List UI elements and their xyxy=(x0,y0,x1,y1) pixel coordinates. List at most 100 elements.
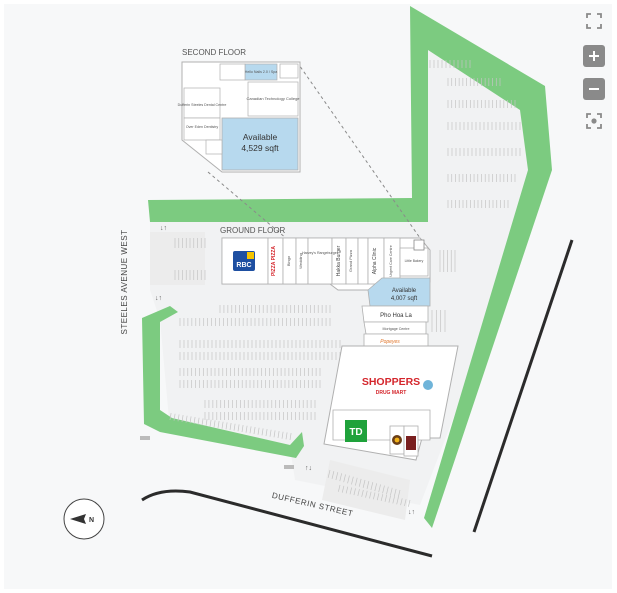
parking-stall-line xyxy=(177,414,180,422)
parking-stall-line xyxy=(380,494,384,502)
parking-stall-line xyxy=(285,432,288,440)
parking-stall-line xyxy=(357,489,360,497)
parking-stall-line xyxy=(390,487,393,496)
parking-stall-line xyxy=(197,417,200,425)
parking-stall-line xyxy=(225,422,228,430)
svg-text:Grand Pizza: Grand Pizza xyxy=(348,249,353,272)
shoppers-emblem-icon xyxy=(423,380,433,390)
svg-text:Harvey's Rangeburger: Harvey's Rangeburger xyxy=(302,251,339,255)
parking-stall-line xyxy=(189,416,192,424)
landscape-south-west xyxy=(142,306,304,458)
svg-text:Dufferin Steeles Dental Centre: Dufferin Steeles Dental Centre xyxy=(178,103,227,107)
available-title: Available xyxy=(243,132,278,142)
street-label-steeles: STEELES AVENUE WEST xyxy=(120,230,129,335)
svg-text:Hello Nails 2.0 / Spa: Hello Nails 2.0 / Spa xyxy=(245,70,278,74)
parking-stall-line xyxy=(245,425,248,433)
parking-stall-line xyxy=(213,420,216,428)
parking-stall-line xyxy=(408,499,411,507)
locate-button[interactable] xyxy=(583,110,605,132)
parking-stall-line xyxy=(362,479,366,488)
parking-stall-line xyxy=(378,484,381,493)
parking-stall-line xyxy=(374,483,378,492)
svg-text:Available: Available xyxy=(392,288,417,294)
parking-stall-line xyxy=(335,472,339,481)
wine-shop-icon xyxy=(406,436,416,450)
second-floor-available[interactable] xyxy=(221,117,299,171)
svg-text:Bingo: Bingo xyxy=(286,255,291,266)
svg-text:Popeyes: Popeyes xyxy=(380,339,400,345)
second-floor-label: SECOND FLOOR xyxy=(182,48,246,57)
svg-text:N: N xyxy=(89,517,94,524)
zoom-in-button[interactable] xyxy=(583,45,605,67)
parking-stall-line xyxy=(338,484,341,492)
parking-stall-line xyxy=(281,431,284,439)
tenant-pho: Pho Hoa La xyxy=(380,313,412,319)
parking-stall-line xyxy=(169,413,172,421)
dufferin-curb xyxy=(141,489,433,558)
parking-stall-line xyxy=(396,497,399,505)
parking-stall-line xyxy=(233,423,236,431)
parking-stall-line xyxy=(209,419,212,427)
svg-text:Over Eden Dentistry: Over Eden Dentistry xyxy=(186,125,219,129)
traffic-arrow-icon: ↓↑ xyxy=(408,509,415,516)
parking-stall-line xyxy=(365,490,368,498)
minus-icon xyxy=(589,88,599,90)
parking-stall-line xyxy=(193,417,196,425)
parking-stall-line xyxy=(249,426,252,434)
parking-stall-line xyxy=(358,478,362,487)
svg-text:Alpha Clinic: Alpha Clinic xyxy=(372,247,378,274)
parking-stall-line xyxy=(341,485,345,493)
available-size: 4,529 sqft xyxy=(241,143,279,153)
svg-text:Mortgage Centre: Mortgage Centre xyxy=(383,327,410,331)
parking-stall-line xyxy=(404,499,407,507)
parking-stall-line xyxy=(388,495,391,503)
shoppers-logo: SHOPPERS xyxy=(362,376,420,388)
plus-icon xyxy=(589,51,599,61)
parking-stall-line xyxy=(343,474,346,483)
tenant-pizza: PIZZA PIZZA xyxy=(271,246,277,276)
parking-stall-line xyxy=(397,489,401,498)
parking-stall-line xyxy=(185,415,188,423)
svg-text:RBC: RBC xyxy=(236,262,251,269)
svg-text:Canadian Technology College: Canadian Technology College xyxy=(246,96,300,101)
parking-stall-line xyxy=(347,475,350,484)
traffic-arrow-icon: ↓↑ xyxy=(160,225,167,232)
zoom-out-button[interactable] xyxy=(583,78,605,100)
fullscreen-button[interactable] xyxy=(583,10,605,32)
parking-stall-line xyxy=(201,418,204,426)
parking-stall-line xyxy=(261,428,264,436)
fullscreen-icon xyxy=(586,13,602,29)
parking-stall-line xyxy=(355,477,358,486)
parking-stall-line xyxy=(345,486,349,494)
parking-stall-line xyxy=(221,421,224,429)
parking-stall-line xyxy=(217,421,220,429)
parking-stall-line xyxy=(386,486,389,495)
parking-area-south xyxy=(322,460,410,520)
parking-stall-line xyxy=(369,491,372,499)
leader-line-west xyxy=(207,171,301,251)
parking-stall-line xyxy=(353,488,356,496)
parking-stall-line xyxy=(273,430,276,438)
traffic-arrow-icon: ↑↓ xyxy=(305,465,312,472)
parking-stall-line xyxy=(277,431,280,439)
parking-stall-line xyxy=(351,476,354,485)
road-edge-east xyxy=(472,239,574,533)
svg-text:DRUG MART: DRUG MART xyxy=(376,390,407,396)
td-logo xyxy=(345,420,367,442)
svg-text:Urgent Care Centre: Urgent Care Centre xyxy=(389,245,393,276)
parking-stall-line xyxy=(269,429,272,437)
svg-text:4,007 sqft: 4,007 sqft xyxy=(391,296,418,302)
north-arrow-icon: N xyxy=(63,498,105,540)
parking-stall-line xyxy=(384,494,388,502)
parking-stall-line xyxy=(257,427,260,435)
parking-stall-line xyxy=(339,473,343,482)
ground-floor-available[interactable] xyxy=(367,277,431,307)
svg-text:Wedding: Wedding xyxy=(298,253,303,269)
parking-stall-line xyxy=(370,482,374,491)
parking-stall-line xyxy=(229,423,232,431)
parking-stall-line xyxy=(173,413,176,421)
parking-area-west xyxy=(150,232,205,285)
parking-stall-line xyxy=(376,493,380,501)
